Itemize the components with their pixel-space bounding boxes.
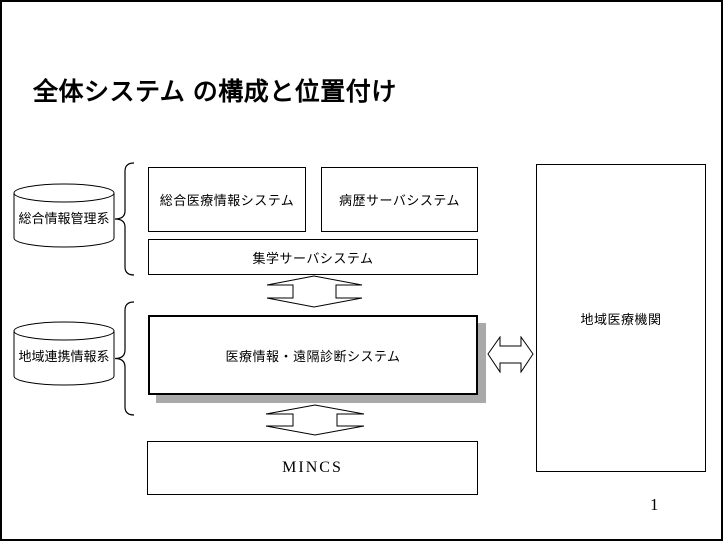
curly-brace-icon [114,301,135,416]
box-label: 医療情報・遠隔診断システム [225,348,401,364]
box-label: 地域医療機関 [580,311,662,327]
database-cylinder-chiiki-renkei: 地域連携情報系 [13,321,115,387]
up-down-arrow-icon [265,404,365,436]
cylinder-label-chiiki-renkei: 地域連携情報系 [18,349,110,364]
box-shugaku-server-system: 集学サーバシステム [148,239,478,275]
box-iryo-joho-enkaku-shindan-system: 医療情報・遠隔診断システム [148,315,478,395]
database-cylinder-icon [13,321,115,386]
box-label: 総合医療情報システム [159,193,295,208]
box-label: MINCS [282,459,343,476]
left-right-arrow-icon [487,336,534,373]
box-sogo-iryo-joho-system: 総合医療情報システム [148,167,306,232]
database-cylinder-icon [13,183,115,248]
box-chiiki-iryo-kikan: 地域医療機関 [536,164,706,472]
curly-brace-icon [114,162,135,276]
database-cylinder-sogo-joho-kanri: 総合情報管理系 [13,183,115,249]
slide-title: 全体システム の構成と位置付け [33,78,397,106]
cylinder-label-sogo-joho-kanri: 総合情報管理系 [18,211,110,226]
box-label: 病歴サーバシステム [339,193,460,208]
box-byoreki-server-system: 病歴サーバシステム [321,167,478,232]
up-down-arrow-icon [266,275,363,308]
box-label: 集学サーバシステム [252,250,374,266]
page-number: 1 [650,495,659,514]
box-mincs: MINCS [147,441,478,495]
